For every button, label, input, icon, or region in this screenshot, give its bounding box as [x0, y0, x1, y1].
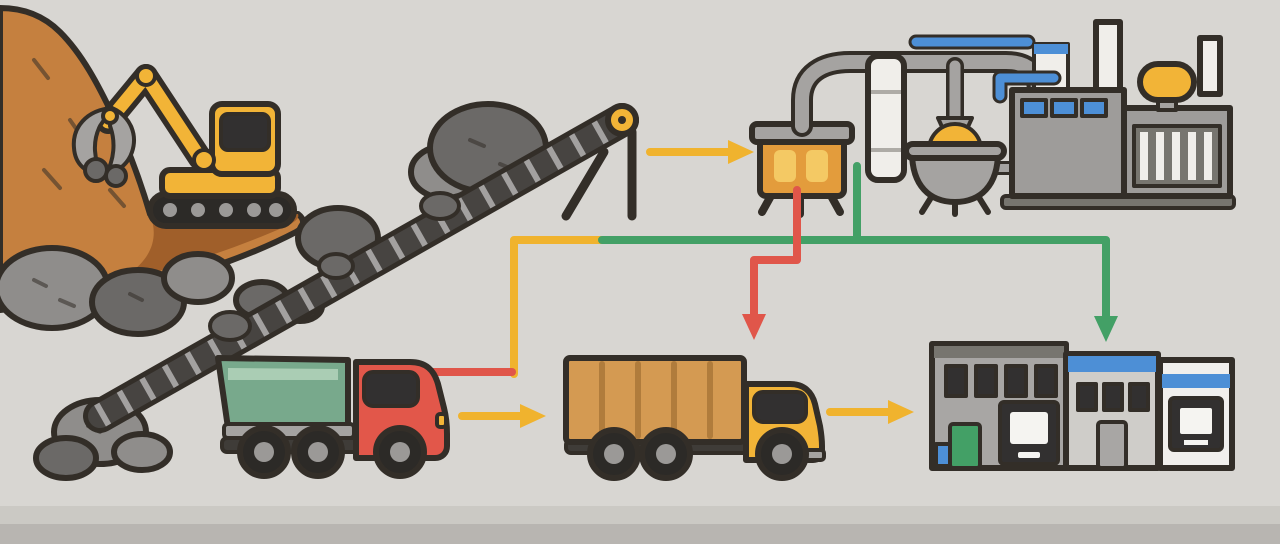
line-junction-yellow [510, 236, 610, 378]
claw-finger-left [71, 106, 114, 176]
excavator-boom [139, 69, 207, 165]
rock [33, 435, 99, 481]
rock [161, 251, 235, 305]
claw-rock [83, 157, 109, 183]
dump-bed-stripe [228, 368, 338, 380]
line-plant-to-retail [598, 162, 1110, 320]
crusher-hopper [749, 121, 855, 218]
furnace-rim [903, 141, 1007, 161]
furnace-bowl [909, 149, 1001, 205]
flow-arrows [394, 140, 1118, 428]
cargo-box-panel-lines [599, 361, 713, 439]
cargo-truck [563, 355, 826, 481]
dump-truck-wheels [237, 425, 427, 479]
vending-slot [1184, 440, 1208, 445]
kiosk-screen [1010, 412, 1048, 444]
arrowhead-conveyor-to-hopper [728, 140, 754, 164]
belt-surface [88, 108, 634, 428]
rock [111, 431, 173, 473]
vending-screen [1180, 408, 1212, 434]
store-parapet [934, 346, 1064, 358]
belt-pulley-axle [618, 116, 626, 124]
smelting-furnace [903, 122, 1007, 217]
cargo-truck-wheels [587, 427, 809, 481]
track-wheels [163, 203, 283, 217]
rock-piles [0, 101, 549, 481]
excavator [71, 64, 297, 229]
store-sign [934, 442, 952, 468]
arrowhead-hopper-to-truck [742, 314, 766, 340]
chimney [1093, 19, 1123, 95]
cyclone-cylinder [865, 53, 907, 183]
arrowhead-plant-to-retail [1094, 316, 1118, 342]
store-door [948, 422, 982, 470]
rock [0, 245, 111, 331]
retail-buildings [929, 341, 1235, 471]
arrowhead-dump-to-cargo [520, 404, 546, 428]
storage-tank [1137, 61, 1197, 103]
shop-awning-band [1068, 356, 1156, 372]
dump-cab-window [362, 370, 420, 408]
roof-structure-cap [1034, 44, 1068, 54]
factory-building [992, 19, 1236, 210]
shop-door [1096, 420, 1128, 470]
belt-rock [317, 252, 355, 280]
dump-headlight [435, 412, 448, 429]
vent-slats [1140, 132, 1212, 180]
arm-elbow-joint [135, 65, 157, 87]
store-windows [944, 364, 1058, 398]
ground-shadow-soft [0, 506, 1280, 544]
dump-truck [215, 355, 450, 479]
arm-wrist-joint [101, 107, 119, 125]
ground-shadow-band [0, 506, 1280, 544]
building-vending-kiosk [1157, 357, 1235, 471]
cab-window [219, 112, 271, 152]
belt-rock [208, 310, 252, 342]
conveyor-belt [83, 103, 639, 433]
belt-rock [419, 191, 461, 221]
conveyor-supports [561, 127, 637, 221]
kiosk-slot [1018, 452, 1040, 458]
factory-windows [1020, 98, 1108, 118]
hopper-body [757, 135, 847, 199]
conveyor-brace [561, 147, 609, 221]
building-store [929, 341, 1069, 471]
building-shop [1063, 351, 1161, 471]
boom-base-joint [192, 148, 216, 172]
line-hopper-to-truck [750, 186, 801, 318]
arrowhead-cargo-to-retail [888, 400, 914, 424]
chimney [1197, 35, 1223, 97]
shop-windows [1076, 382, 1150, 412]
factory-blue-pipe [995, 73, 1059, 101]
claw-rock [104, 164, 128, 188]
cliff-shadow [120, 214, 299, 280]
vending-band [1162, 374, 1230, 388]
ground-shadow-deep [0, 524, 1280, 544]
cargo-cab-window [752, 390, 808, 424]
hopper-slot [806, 150, 828, 182]
hopper-slot [774, 150, 796, 182]
